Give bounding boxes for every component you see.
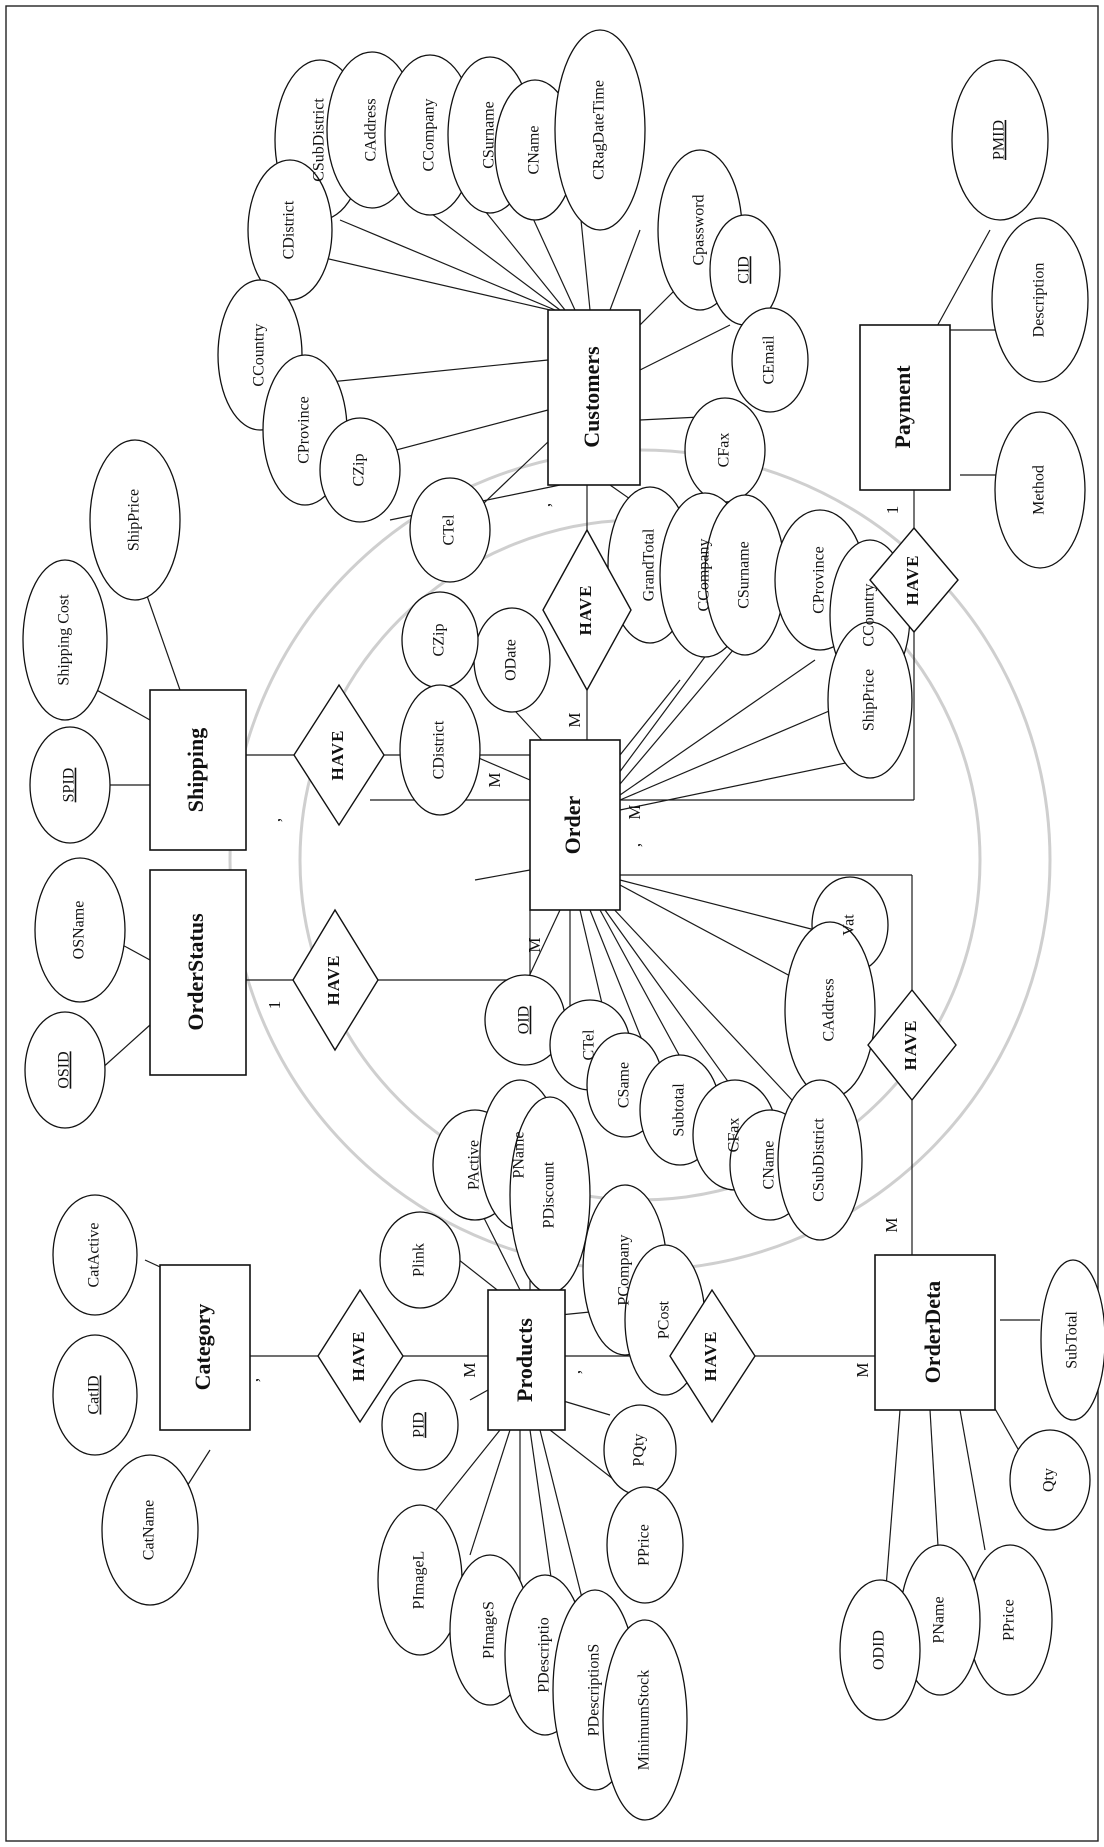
card-orderdeta-side-prod: M <box>853 1362 872 1377</box>
rel-have-shipping-order: HAVE <box>328 730 347 781</box>
attr-odate: ODate <box>503 639 520 681</box>
card-order-side-status: M <box>525 937 544 952</box>
attr-qty: Qty <box>1041 1468 1058 1492</box>
attr-cid: CID <box>736 256 753 284</box>
attr-catname: CatName <box>141 1500 158 1560</box>
attr-cemail: CEmail <box>761 335 778 384</box>
attr-method: Method <box>1031 465 1048 515</box>
attr-csurname-order: CSurname <box>736 541 753 609</box>
entity-customers: Customers <box>579 346 604 448</box>
attr-czip-order: CZip <box>431 624 448 657</box>
attr-csubdistrict-order: CSubDistrict <box>811 1118 828 1202</box>
attr-ccountry-customers: CCountry <box>251 323 268 386</box>
attr-pcost: PCost <box>656 1300 673 1339</box>
rel-have-customers-order: HAVE <box>576 585 595 636</box>
attr-cragdatetime: CRagDateTime <box>591 80 608 180</box>
attr-csurname-customers: CSurname <box>481 101 498 169</box>
attr-csame: CSame <box>616 1062 633 1108</box>
attr-cfax-order: CFax <box>726 1118 743 1153</box>
attr-shipping-cost: Shipping Cost <box>56 594 73 686</box>
attr-cname-order: CName <box>761 1141 778 1190</box>
attr-caddress-order: CAddress <box>821 978 838 1041</box>
attr-vat: Vat <box>841 914 858 936</box>
entity-category: Category <box>190 1304 215 1391</box>
attr-shipprice-order: ShipPrice <box>861 669 878 731</box>
attr-cname-customers: CName <box>526 126 543 175</box>
card-payment-side: 1 <box>883 506 902 515</box>
attr-pdescriptio: PDescriptio <box>536 1617 553 1693</box>
card-products-side-od: , <box>565 1370 584 1374</box>
attr-ccountry-order: CCountry <box>861 583 878 646</box>
attr-odid: ODID <box>871 1630 888 1670</box>
entity-shipping: Shipping <box>183 728 208 812</box>
attr-ctel-order: CTel <box>581 1029 598 1060</box>
attr-oid: OID <box>516 1006 533 1034</box>
attr-description: Description <box>1031 263 1048 338</box>
card-orderstatus-side: 1 <box>265 1001 284 1010</box>
attr-spid: SPID <box>61 768 78 803</box>
attr-pid: PID <box>411 1412 428 1438</box>
card-order-side-ship: M <box>485 772 504 787</box>
attr-pprice-orderdeta: PPrice <box>1001 1599 1018 1641</box>
card-order-side-cust: M <box>565 712 584 727</box>
attr-pmid: PMID <box>991 120 1008 160</box>
attr-subtotal-orderdeta: SubTotal <box>1064 1311 1081 1369</box>
attr-pname-products: PName <box>511 1131 528 1178</box>
card-category-side: , <box>243 1378 262 1382</box>
entity-orderstatus: OrderStatus <box>183 913 208 1031</box>
rel-have-category-products: HAVE <box>349 1331 368 1382</box>
rel-have-payment-order: HAVE <box>903 555 922 606</box>
attr-pimagel: PImageL <box>411 1551 428 1610</box>
attr-csubdistrict-customers: CSubDistrict <box>311 98 328 182</box>
attr-pcompany: PCompany <box>616 1234 633 1305</box>
attr-pdescriptions: PDescriptionS <box>586 1644 603 1736</box>
attr-cdistrict-customers: CDistrict <box>281 200 298 259</box>
attr-ctel-customers: CTel <box>441 514 458 545</box>
attr-plink: Plink <box>411 1243 428 1277</box>
attr-osid: OSID <box>56 1051 73 1088</box>
attr-ccompany-customers: CCompany <box>421 99 438 172</box>
attr-osname: OSName <box>71 901 88 960</box>
attr-ccompany-order: CCompany <box>696 539 713 612</box>
attr-caddress-customers: CAddress <box>363 98 380 161</box>
attr-pqty: PQty <box>631 1434 648 1467</box>
attr-pactive: PActive <box>466 1140 483 1190</box>
rel-have-orderstatus-order: HAVE <box>324 955 343 1006</box>
attr-pimages: PImageS <box>481 1601 498 1659</box>
entity-orderdeta: OrderDeta <box>920 1281 945 1384</box>
card-orderdeta-side-order: M <box>882 1217 901 1232</box>
card-customers-side: , <box>535 503 554 507</box>
rel-have-order-orderdeta: HAVE <box>901 1020 920 1071</box>
attr-grandtotal: GrandTotal <box>641 528 658 601</box>
attr-pdiscount: PDiscount <box>541 1161 558 1228</box>
attr-subtotal-order: Subtotal <box>671 1083 688 1137</box>
rel-have-products-orderdeta: HAVE <box>701 1331 720 1382</box>
attr-cprovince-order: CProvince <box>811 546 828 614</box>
attr-catid: CatID <box>86 1375 103 1414</box>
attr-cpassword: Cpassword <box>691 194 708 265</box>
entity-order: Order <box>560 795 585 854</box>
entity-payment: Payment <box>890 365 915 449</box>
attr-cprovince-customers: CProvince <box>296 396 313 464</box>
attr-shipprice-shipping: ShipPrice <box>126 489 143 551</box>
card-order-side-pay2: , <box>625 843 644 847</box>
card-shipping-side: , <box>265 818 284 822</box>
attr-czip-customers: CZip <box>351 454 368 487</box>
attr-cfax-customers: CFax <box>716 433 733 468</box>
attr-pname-orderdeta: PName <box>931 1596 948 1643</box>
attr-minimumstock: MinimumStock <box>636 1670 653 1770</box>
attr-catactive: CatActive <box>86 1223 103 1288</box>
attr-pprice-products: PPrice <box>636 1524 653 1566</box>
card-order-side-pay: M <box>625 804 644 819</box>
card-products-side-cat: M <box>460 1362 479 1377</box>
entity-products: Products <box>512 1318 537 1402</box>
attr-cdistrict-order: CDistrict <box>431 720 448 779</box>
